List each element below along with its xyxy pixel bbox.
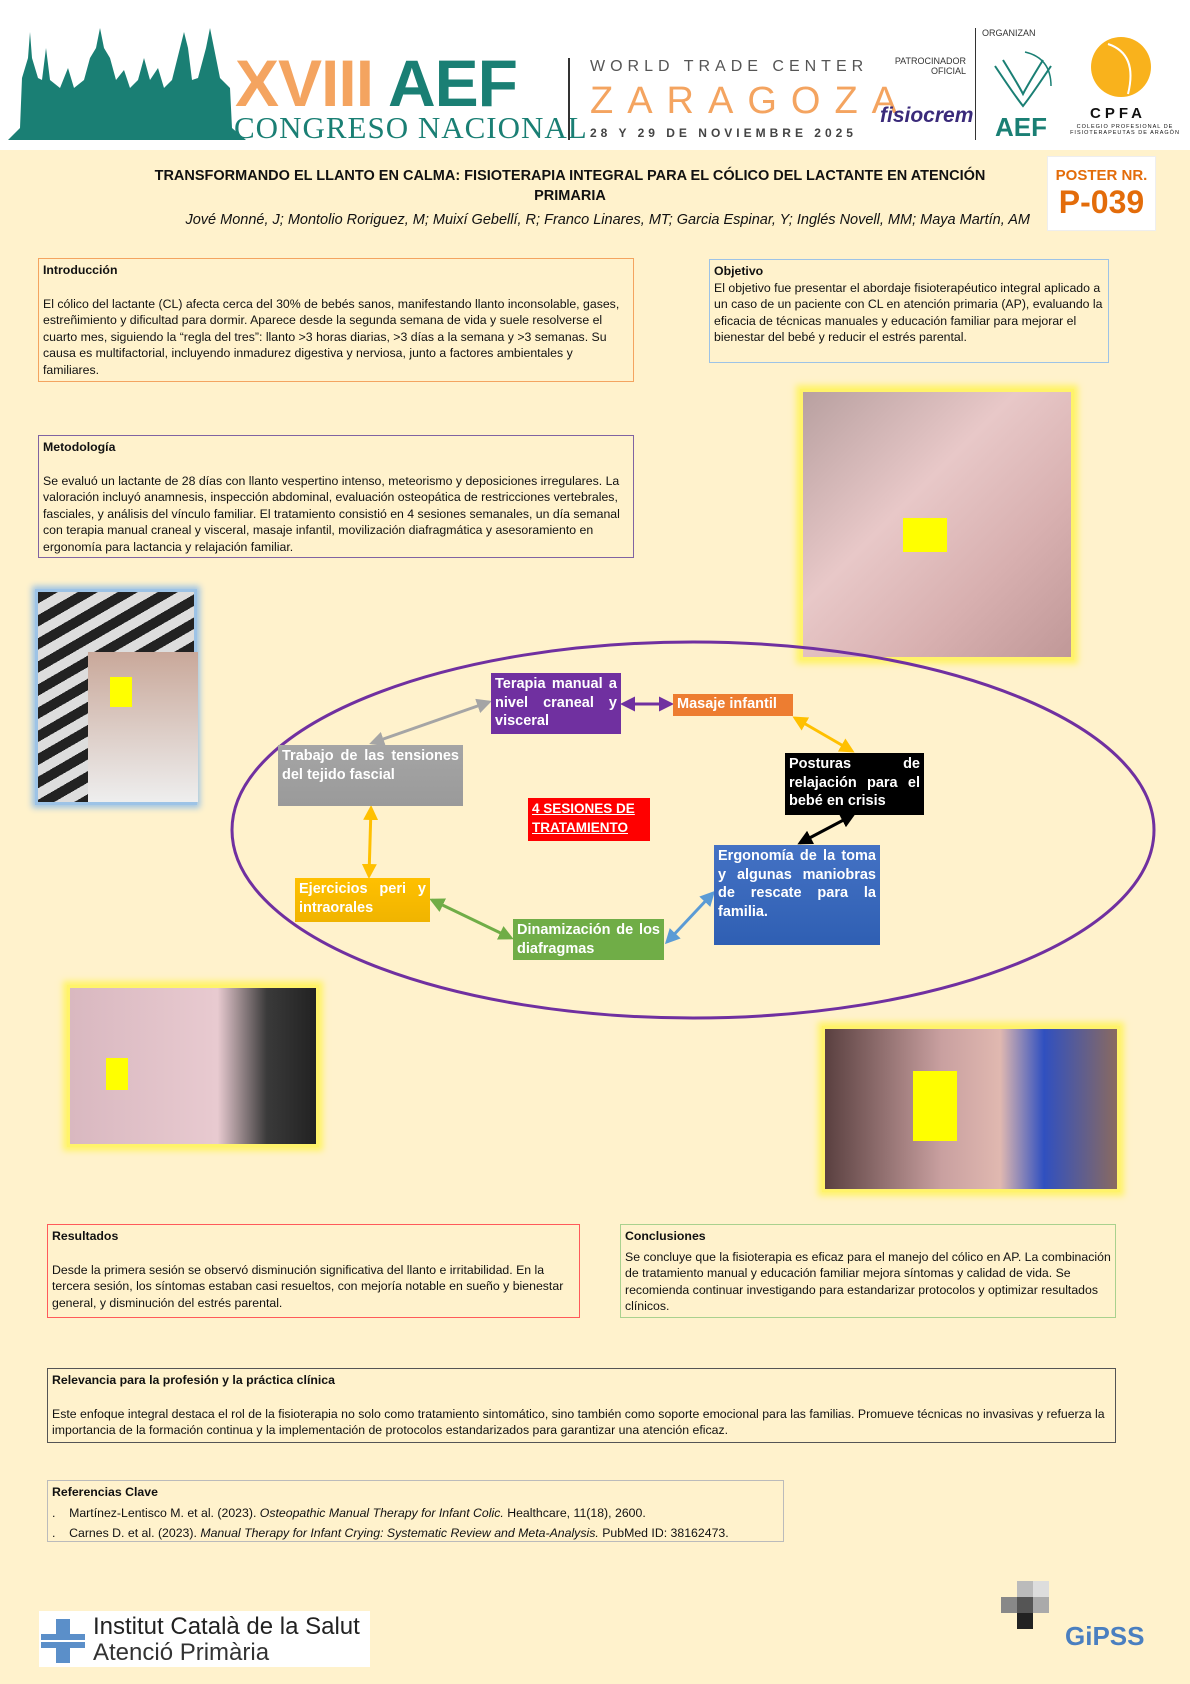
section-text: El objetivo fue presentar el abordaje fi… xyxy=(714,280,1103,345)
ics-name: Institut Català de la Salut xyxy=(93,1613,360,1640)
venue-city: ZARAGOZA xyxy=(590,80,912,122)
privacy-mask xyxy=(110,677,132,707)
authors: Jové Monné, J; Montolio Roriguez, M; Mui… xyxy=(185,212,1030,228)
photo-infant-exercise xyxy=(67,985,319,1147)
congress-header: XVIII AEF CONGRESO NACIONAL WORLD TRADE … xyxy=(0,0,1190,150)
arrow-ergonomia-dinamizacion xyxy=(664,890,716,945)
methodology-section: Metodología Se evaluó un lactante de 28 … xyxy=(38,435,634,558)
skyline-logo-icon xyxy=(8,28,246,140)
node-ejercicios: Ejercicios peri y intraorales xyxy=(295,878,430,922)
section-heading: Referencias Clave xyxy=(52,1485,158,1499)
reference-item: . Carnes D. et al. (2023). Manual Therap… xyxy=(52,1526,729,1540)
introduction-section: Introducción El cólico del lactante (CL)… xyxy=(38,258,634,382)
objective-section: Objetivo El objetivo fue presentar el ab… xyxy=(709,259,1109,363)
section-heading: Objetivo xyxy=(714,264,764,278)
sponsor-logo: fisiocrem xyxy=(880,104,974,127)
aef-logo-text: AEF xyxy=(995,112,1047,142)
relevance-section: Relevancia para la profesión y la prácti… xyxy=(47,1368,1116,1443)
section-heading: Conclusiones xyxy=(625,1229,706,1243)
node-trabajo-fascial: Trabajo de las tensiones del tejido fasc… xyxy=(278,745,463,806)
privacy-mask xyxy=(106,1058,128,1090)
node-terapia-manual: Terapia manual a nivel craneal y viscera… xyxy=(491,673,621,734)
conclusions-section: Conclusiones Se concluye que la fisioter… xyxy=(620,1224,1116,1318)
edition-title: XVIII AEF xyxy=(235,46,518,120)
node-masaje-infantil: Masaje infantil xyxy=(673,694,793,716)
poster-title: TRANSFORMANDO EL LLANTO EN CALMA: FISIOT… xyxy=(154,168,986,204)
section-text: Este enfoque integral destaca el rol de … xyxy=(52,1406,1105,1438)
section-text: Se evaluó un lactante de 28 días con lla… xyxy=(43,473,620,554)
privacy-mask xyxy=(903,518,947,552)
photo-infant-abdominal-massage xyxy=(800,389,1074,660)
ics-logo: Institut Català de la Salut Atenció Prim… xyxy=(39,1611,370,1667)
photo-breastfeeding xyxy=(35,589,198,805)
divider xyxy=(975,28,976,140)
section-heading: Metodología xyxy=(43,440,116,454)
section-heading: Introducción xyxy=(43,263,118,277)
gipss-squares-icon xyxy=(1001,1581,1049,1629)
cpfa-logo-text: CPFA xyxy=(1090,105,1147,122)
arrow-terapia-trabajo xyxy=(369,698,492,747)
ics-subtitle: Atenció Primària xyxy=(93,1639,270,1666)
aef-hands-icon xyxy=(994,51,1052,108)
arrow-posturas-ergonomia xyxy=(797,813,856,845)
cpfa-full-name: COLEGIO PROFESIONAL DE FISIOTERAPEUTAS D… xyxy=(1070,124,1180,136)
arrow-dinamizacion-ejercicios xyxy=(429,898,514,940)
section-text: Se concluye que la fisioterapia es efica… xyxy=(625,1249,1111,1314)
node-ergonomia: Ergonomía de la toma y algunas maniobras… xyxy=(714,845,880,945)
arrow-masaje-posturas xyxy=(792,716,855,753)
organizers-label: ORGANIZAN xyxy=(982,28,1036,38)
section-text: Desde la primera sesión se observó dismi… xyxy=(52,1262,564,1310)
center-label-sessions: 4 SESIONES DE TRATAMIENTO xyxy=(528,798,650,841)
divider xyxy=(568,58,570,140)
reference-item: . Martínez-Lentisco M. et al. (2023). Os… xyxy=(52,1505,646,1520)
sponsor-label: PATROCINADOR OFICIAL xyxy=(894,56,966,76)
gipss-logo: GiPSS xyxy=(997,1581,1155,1654)
poster-number-label: POSTER NR. xyxy=(1055,167,1148,184)
photo-intraoral-exercise xyxy=(822,1026,1120,1192)
privacy-mask xyxy=(913,1071,957,1141)
results-section: Resultados Desde la primera sesión se ob… xyxy=(47,1224,580,1318)
poster-number-badge: POSTER NR. P-039 xyxy=(1047,156,1156,231)
references-section: Referencias Clave . Martínez-Lentisco M.… xyxy=(47,1480,784,1542)
poster-number: P-039 xyxy=(1058,184,1145,220)
node-posturas: Posturas de relajación para el bebé en c… xyxy=(785,753,924,815)
section-heading: Relevancia para la profesión y la prácti… xyxy=(52,1373,335,1387)
cpfa-logo-icon xyxy=(1091,37,1151,97)
venue-line: WORLD TRADE CENTER xyxy=(590,58,869,75)
arrow-ejercicios-trabajo xyxy=(361,805,379,879)
section-heading: Resultados xyxy=(52,1229,119,1243)
section-text: El cólico del lactante (CL) afecta cerca… xyxy=(43,296,620,377)
gipss-name: GiPSS xyxy=(1065,1621,1145,1651)
congress-name: CONGRESO NACIONAL xyxy=(234,110,588,145)
ics-cross-icon xyxy=(41,1619,85,1663)
congress-dates: 28 Y 29 DE NOVIEMBRE 2025 xyxy=(590,126,857,140)
node-dinamizacion: Dinamización de los diafragmas xyxy=(513,919,664,960)
